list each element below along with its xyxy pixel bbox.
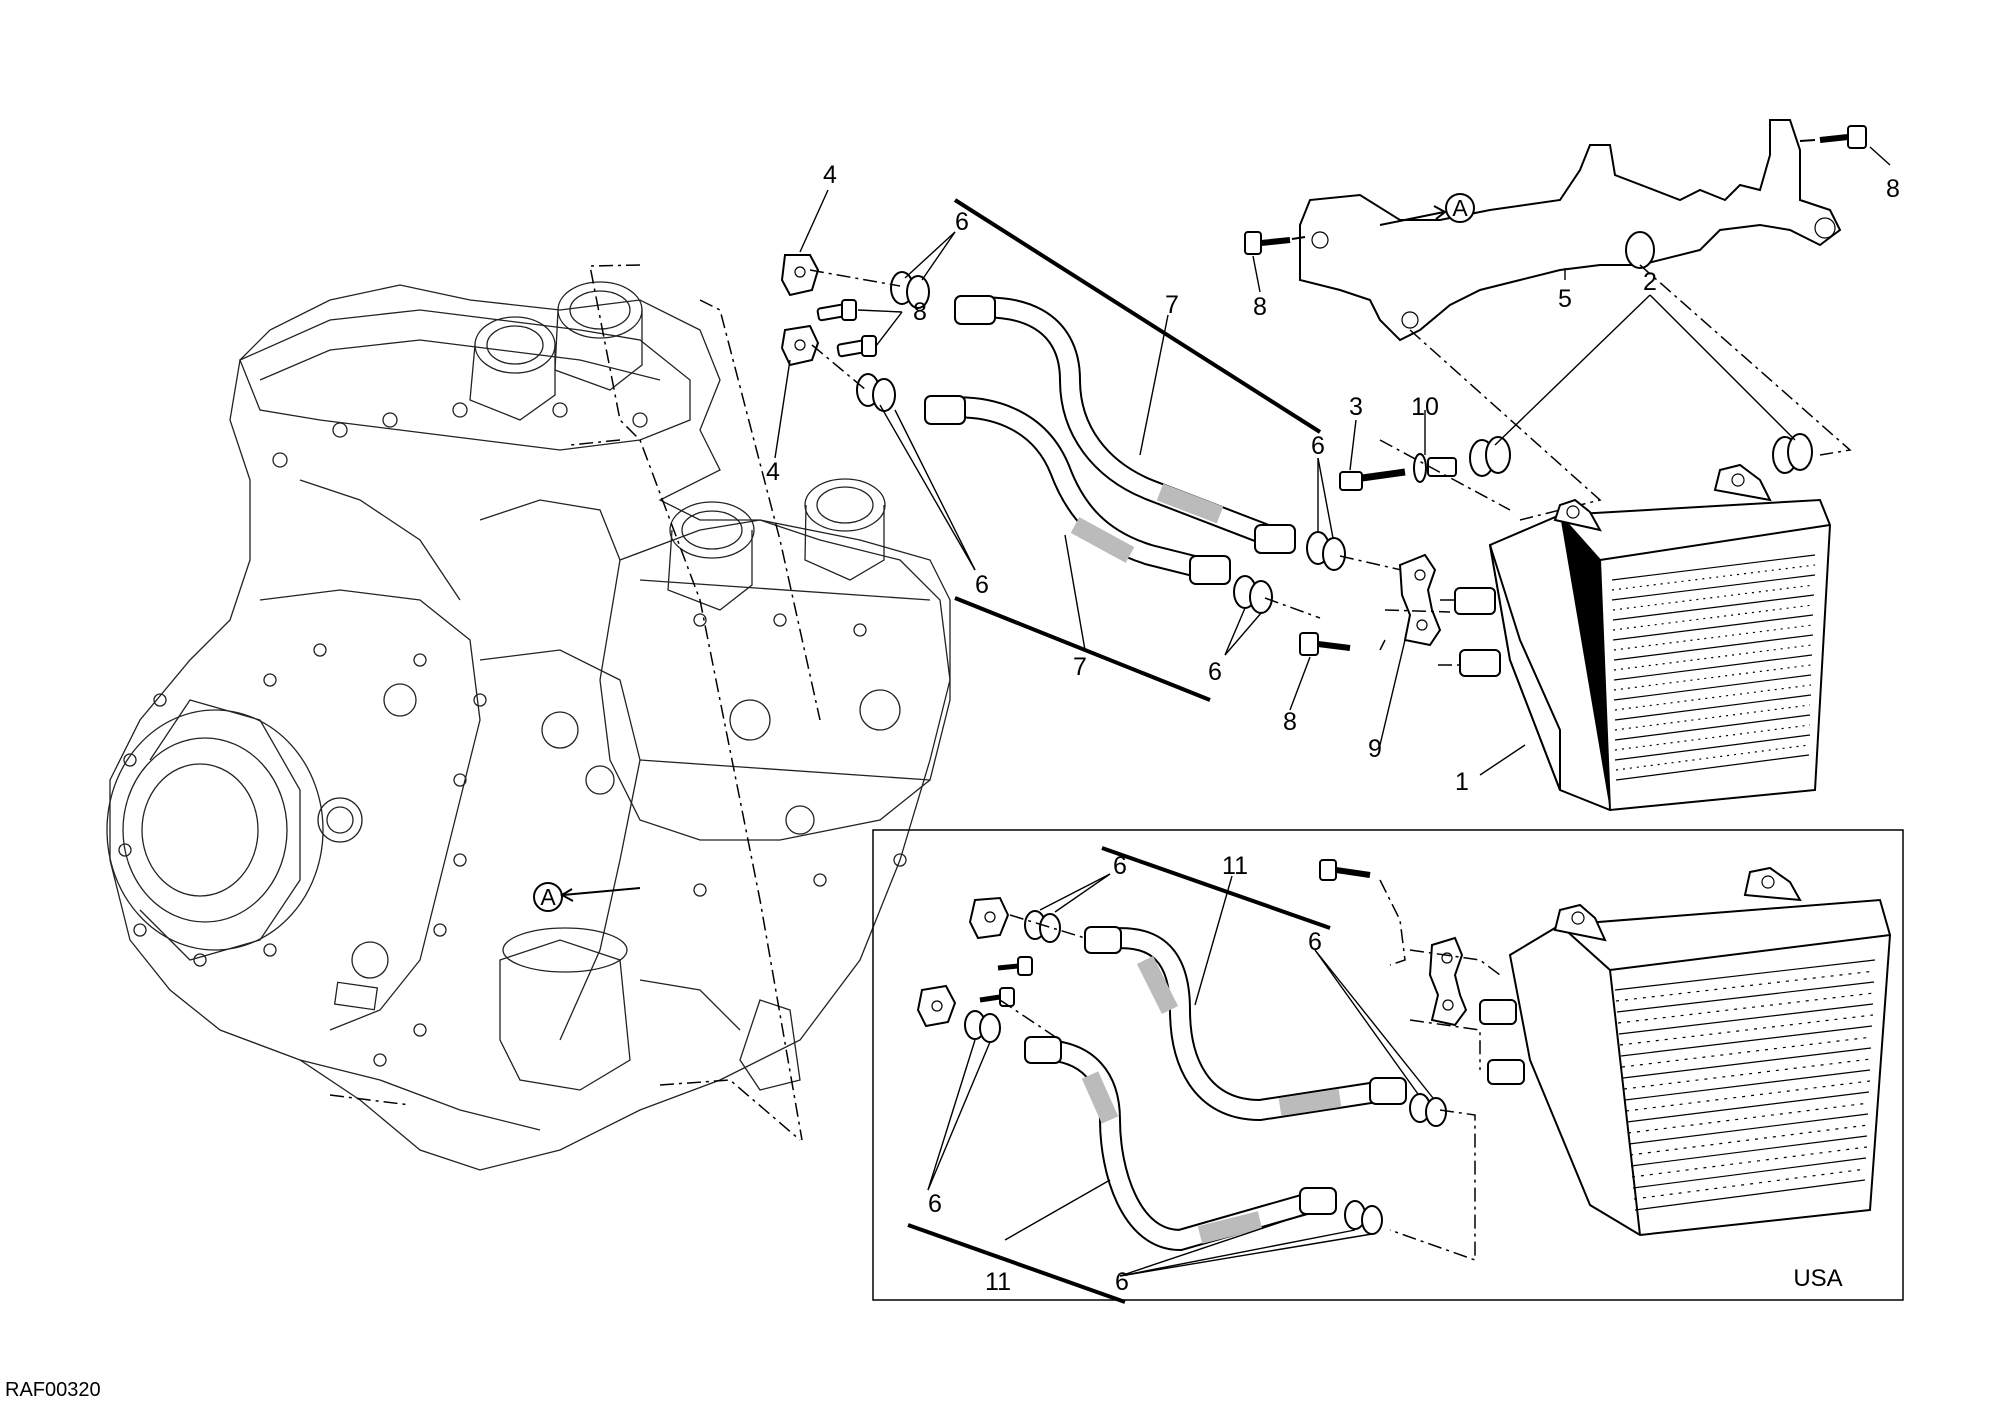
callout-10: 10 — [1411, 393, 1439, 421]
view-a-marker-engine: A — [533, 882, 641, 912]
usa-flanges — [916, 896, 1033, 1028]
view-a-label-engine: A — [540, 884, 556, 910]
usa-clamp — [1319, 859, 1468, 1027]
callout-6-inset-right: 6 — [1308, 928, 1322, 956]
engine-assembly — [106, 281, 951, 1171]
bracket-11-upper — [1101, 846, 1331, 930]
clamp-alignment-lines — [1379, 599, 1460, 666]
callout-8-clamp: 8 — [1283, 708, 1297, 736]
callout-11-inset-lower: 11 — [985, 1268, 1011, 1296]
callout-6-right: 6 — [1311, 432, 1325, 460]
fastener-stack — [1339, 433, 1813, 491]
bracket-11-lower — [907, 1223, 1126, 1304]
view-a-marker-bracket: A — [1379, 193, 1475, 226]
bracket-alignment-lines — [1379, 264, 1852, 521]
callout-6-inset-left: 6 — [928, 1190, 942, 1218]
usa-variant-label: USA — [1793, 1265, 1842, 1292]
bolts-8-flange — [816, 299, 877, 358]
leader-lines — [774, 146, 1891, 1277]
callout-labels: 1 2 3 4 4 5 6 6 6 6 6 6 6 6 7 7 8 8 8 8 … — [766, 161, 1900, 1296]
callout-5: 5 — [1558, 285, 1572, 313]
callout-3: 3 — [1349, 393, 1363, 421]
hose-alignment-lines — [809, 269, 1411, 619]
reference-code: RAF00320 — [5, 1379, 101, 1401]
usa-inset-frame — [872, 829, 1904, 1301]
callout-7-upper: 7 — [1165, 291, 1179, 319]
oil-cooler — [1454, 463, 1832, 812]
callout-2: 2 — [1643, 268, 1657, 296]
callout-11-inset-upper: 11 — [1222, 852, 1248, 880]
flange-plates — [780, 254, 820, 367]
callout-9: 9 — [1368, 735, 1382, 763]
callout-6-inset-bottom: 6 — [1115, 1268, 1129, 1296]
callout-6-inset-top: 6 — [1113, 852, 1127, 880]
usa-oil-cooler — [1479, 866, 1892, 1237]
bracket-7-upper — [953, 198, 1322, 434]
callout-8-bracket-left: 8 — [1253, 293, 1267, 321]
upper-hose-assembly — [924, 295, 1296, 585]
callout-6-left: 6 — [975, 571, 989, 599]
callout-4-lower: 4 — [766, 458, 780, 486]
bolts-8-bracket — [1244, 125, 1867, 255]
bolt-8-clamp — [1299, 632, 1351, 656]
callout-6-middle: 6 — [1208, 658, 1222, 686]
engine-alignment-lines — [329, 264, 821, 1141]
callout-7-lower: 7 — [1073, 653, 1087, 681]
callout-6-top: 6 — [955, 208, 969, 236]
callout-4-upper: 4 — [823, 161, 837, 189]
callout-8-flange: 8 — [913, 298, 927, 326]
o-rings-upper — [856, 271, 1346, 614]
usa-hose-assembly — [1024, 926, 1407, 1252]
callout-8-bracket-right: 8 — [1886, 175, 1900, 203]
view-a-label-bracket: A — [1452, 195, 1468, 221]
bracket-7-lower — [954, 596, 1211, 702]
mounting-bracket — [1299, 119, 1842, 342]
callout-1: 1 — [1455, 768, 1469, 796]
clamp-9 — [1398, 553, 1442, 647]
usa-alignment-lines — [999, 879, 1501, 1262]
